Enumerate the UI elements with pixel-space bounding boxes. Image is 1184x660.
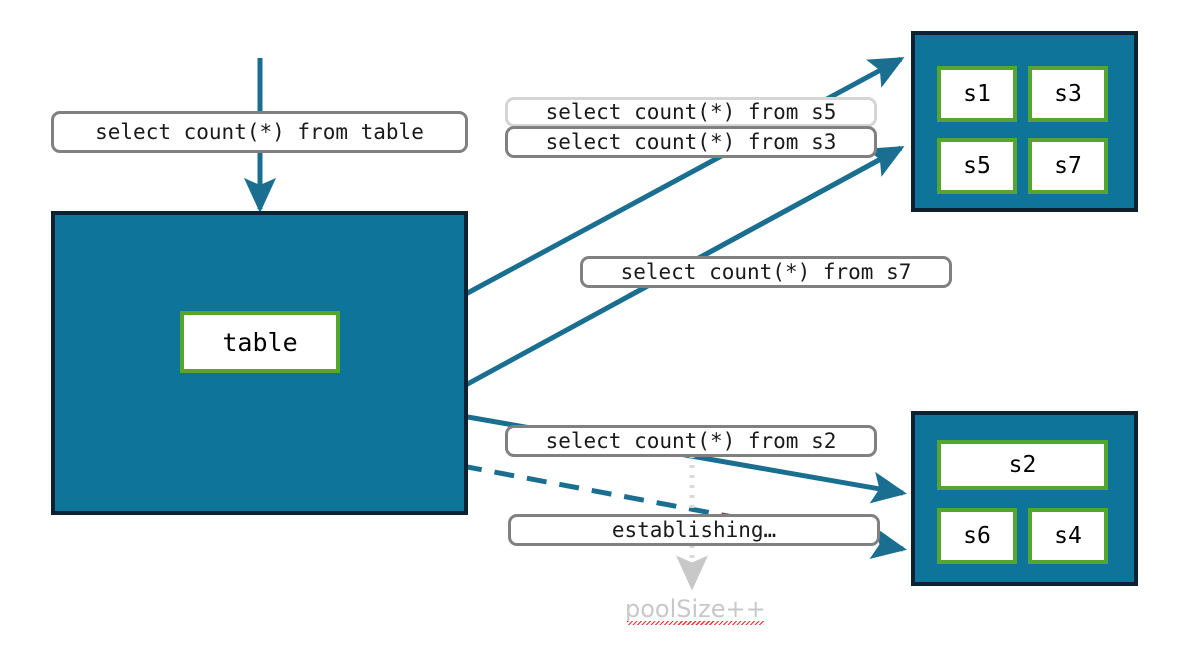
pool-bottom-cell-s6-label: s6 [963, 523, 991, 549]
pool-top-cell-s7-label: s7 [1054, 153, 1082, 179]
entry-query-label: select count(*) from table [95, 120, 424, 144]
pool-top-cell-s1[interactable]: s1 [937, 66, 1017, 122]
pool-top-cell-s1-label: s1 [963, 81, 991, 107]
pool-top-cell-s5-label: s5 [963, 153, 991, 179]
pool-top-cell-s7[interactable]: s7 [1028, 138, 1108, 194]
pool-bottom-cell-s2[interactable]: s2 [937, 440, 1108, 490]
pool-bottom-cell-s4[interactable]: s4 [1028, 508, 1108, 564]
poolsize-note: poolSize++ [625, 595, 766, 625]
pool-bottom-cell-s6[interactable]: s6 [937, 508, 1017, 564]
pool-top-cell-s3-label: s3 [1054, 81, 1082, 107]
query-pill-s7-label: select count(*) from s7 [620, 260, 912, 284]
query-pill-s5[interactable]: select count(*) from s5 [505, 97, 877, 127]
query-pill-s7[interactable]: select count(*) from s7 [580, 256, 952, 288]
entry-query-pill[interactable]: select count(*) from table [51, 111, 468, 153]
query-pill-s3-label: select count(*) from s3 [545, 130, 837, 154]
poolsize-note-text: poolSize++ [625, 595, 766, 623]
establishing-label: establishing… [611, 518, 777, 542]
source-table-cell[interactable]: table [180, 311, 340, 373]
source-table-label: table [222, 327, 298, 357]
pool-top-cell-s5[interactable]: s5 [937, 138, 1017, 194]
pool-top-cell-s3[interactable]: s3 [1028, 66, 1108, 122]
query-pill-s3[interactable]: select count(*) from s3 [505, 126, 877, 158]
establishing-pill[interactable]: establishing… [508, 514, 880, 546]
spellcheck-underline [627, 621, 764, 625]
pool-bottom-cell-s2-label: s2 [1008, 452, 1037, 478]
query-pill-s5-label: select count(*) from s5 [545, 100, 837, 124]
pool-bottom-cell-s4-label: s4 [1054, 523, 1082, 549]
query-pill-s2-label: select count(*) from s2 [545, 429, 837, 453]
query-pill-s2[interactable]: select count(*) from s2 [505, 425, 877, 457]
